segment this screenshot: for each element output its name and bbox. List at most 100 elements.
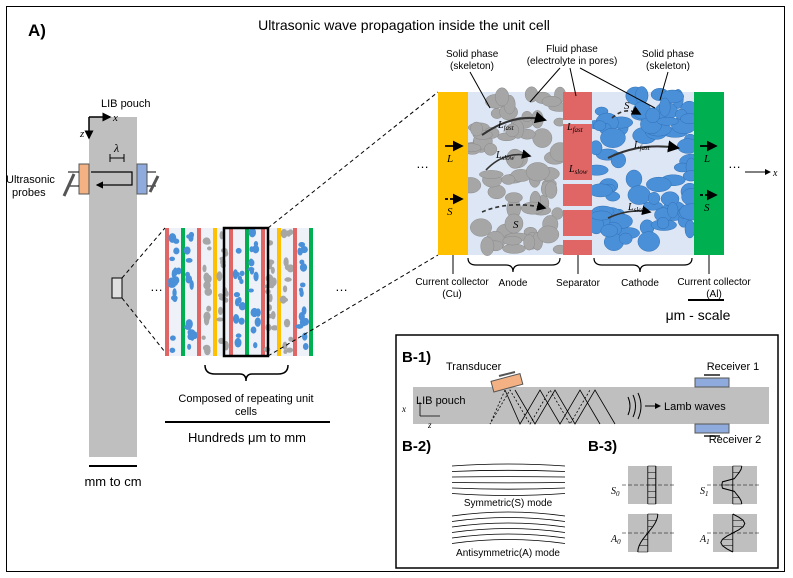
- stack-particle: [268, 293, 273, 303]
- stack-particle: [204, 274, 212, 284]
- stack-particle: [216, 317, 224, 322]
- b1-pouch-label: LIB pouch: [416, 395, 466, 407]
- stack-particle: [238, 303, 245, 308]
- anode-particle: [523, 234, 536, 251]
- cathode-particle: [684, 219, 696, 239]
- stack-particle: [253, 342, 258, 349]
- anode-particle: [532, 128, 553, 148]
- pouch-label: LIB pouch: [101, 98, 151, 110]
- wave-S-anode: [481, 201, 547, 213]
- solid-phase-left-1: Solid phase: [446, 49, 499, 60]
- stack-particle: [232, 269, 239, 280]
- mode-shape-panels: [622, 465, 761, 553]
- wave-L-out-label: L: [703, 153, 710, 165]
- axis-x-label: x: [112, 112, 118, 124]
- cathode-particle: [659, 97, 671, 117]
- b1-axis-z: z: [427, 420, 432, 430]
- anode-particle: [480, 236, 495, 256]
- b2-label: B-2): [402, 438, 431, 455]
- wave-L-label: L: [446, 153, 453, 165]
- stack-particle: [201, 335, 206, 340]
- wave-S-cathode: [611, 106, 642, 119]
- S-anode: S: [513, 219, 519, 231]
- stack-particle: [298, 242, 306, 248]
- symmetric-label: Symmetric(S) mode: [464, 498, 553, 509]
- stack-layer-sep: [261, 228, 265, 356]
- stack-layer-al: [309, 228, 313, 356]
- stack-particle: [219, 231, 224, 240]
- stack-layer-al: [181, 228, 185, 356]
- antisymmetric-line: [451, 539, 566, 544]
- micro-scale-label: μm - scale: [666, 307, 731, 323]
- stack-particle: [301, 332, 308, 341]
- b1-zigzag-2: [489, 389, 591, 425]
- symmetric-mode-lines: [451, 463, 566, 496]
- anode-brace: [467, 257, 561, 273]
- stack-particle: [202, 237, 211, 245]
- cathode-particle: [656, 116, 679, 126]
- wave-L-fast-anode: [481, 111, 547, 136]
- stack-particle: [254, 317, 261, 327]
- cathode-label: Cathode: [621, 278, 659, 289]
- cell-x-label: x: [772, 168, 778, 179]
- panel-a-label: A): [28, 21, 46, 40]
- stack-particle: [171, 295, 178, 301]
- stack-particle: [189, 279, 194, 290]
- b1-axis-x: x: [401, 404, 406, 414]
- cell-ellipsis-left: …: [416, 156, 429, 171]
- stack-layer-sep: [293, 228, 297, 356]
- cathode-particle: [588, 183, 613, 198]
- stack-particle: [218, 296, 227, 301]
- stack-particle: [253, 271, 259, 282]
- stack-particle: [282, 285, 288, 293]
- stack-particle: [239, 270, 245, 277]
- stack-particle: [187, 343, 192, 350]
- stack-ellipsis-right: …: [335, 279, 348, 294]
- anode-particle: [520, 201, 545, 215]
- b1-transducer: [490, 372, 524, 393]
- wave-S-label: S: [447, 206, 453, 218]
- lambda-label: λ: [113, 141, 119, 155]
- separator-label: Separator: [556, 278, 601, 289]
- probe-right-handle: [148, 175, 160, 193]
- stack-particle: [270, 325, 279, 331]
- cc-cu-label-2: (Cu): [442, 289, 461, 300]
- stack-scale-label: Hundreds μm to mm: [188, 430, 306, 445]
- cell-ellipsis-right: …: [728, 156, 741, 171]
- wave-L-fast-cathode: [607, 140, 680, 159]
- anode-particle: [525, 162, 550, 182]
- zoom-source-box: [111, 277, 123, 299]
- anode-particle: [483, 143, 498, 156]
- cc-al-label-1: Current collector: [677, 277, 751, 288]
- cathode-particle: [600, 127, 626, 148]
- cathode-particle: [600, 224, 618, 238]
- antisymmetric-line: [451, 522, 566, 528]
- cathode-particle: [637, 231, 660, 252]
- stack-layer-sep: [229, 228, 233, 356]
- cathode-particle: [590, 210, 612, 221]
- anode-particle: [470, 218, 492, 237]
- anode-particle: [502, 243, 526, 254]
- antisymmetric-line: [451, 528, 566, 533]
- fluid-phase-2: (electrolyte in pores): [527, 56, 618, 67]
- antisymmetric-label: Antisymmetric(A) mode: [456, 548, 560, 559]
- stack-particle: [169, 256, 175, 262]
- stack-particle: [185, 258, 193, 263]
- probe-wave-path: [91, 171, 133, 189]
- stack-particle: [187, 329, 195, 335]
- anode-particle: [504, 213, 524, 234]
- a0-label: A0: [610, 534, 621, 546]
- stack-particle: [172, 288, 177, 298]
- cathode-particle: [610, 152, 626, 169]
- stack-particle: [237, 296, 242, 304]
- stack-particle: [173, 247, 180, 255]
- stack-particle: [203, 311, 211, 322]
- probe-left-handle: [62, 173, 76, 197]
- stack-particle: [168, 277, 175, 286]
- stack-particle: [232, 313, 240, 324]
- stack-particle: [299, 318, 308, 327]
- cathode-brace: [593, 257, 693, 273]
- stack-particle: [283, 257, 289, 267]
- stack-particle: [298, 287, 304, 293]
